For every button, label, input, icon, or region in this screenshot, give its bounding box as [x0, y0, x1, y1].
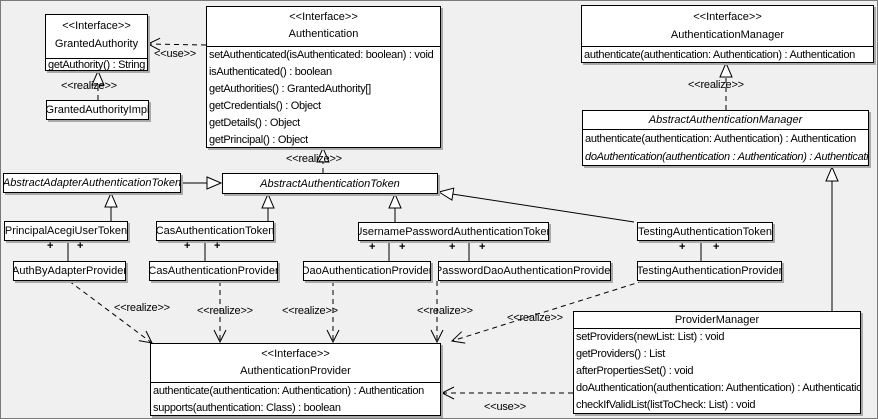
class-abstract-adapter-authentication-token: AbstractAdapterAuthenticationToken: [3, 173, 181, 193]
class-cas-authentication-provider: CasAuthenticationProvider: [149, 261, 278, 281]
edge-label-use: <<use>>: [484, 401, 527, 413]
multiplicity-label: +: [479, 241, 486, 253]
class-name: AbstractAdapterAuthenticationToken: [3, 177, 181, 189]
edge-label-realize: <<realize>>: [286, 153, 342, 165]
class-password-dao-authentication-provider: PasswordDaoAuthenticationProvider: [438, 261, 611, 281]
class-name: AbstractAuthenticationToken: [260, 177, 400, 190]
edge-label-realize: <<realize>>: [114, 302, 170, 314]
class-authentication-provider: <<Interface>> AuthenticationProvider aut…: [150, 343, 441, 416]
method: isAuthenticated() : boolean: [209, 66, 332, 78]
abstract-method: doAuthentication(authentication : Authen…: [585, 151, 868, 163]
method: getDetails() : Object: [209, 117, 300, 129]
multiplicity-label: +: [214, 240, 221, 252]
class-name: AbstractAuthenticationManager: [648, 114, 803, 126]
class-name: CasAuthenticationToken: [156, 225, 274, 237]
class-auth-by-adapter-provider: AuthByAdapterProvider: [13, 261, 126, 281]
class-granted-authority-impl: GrantedAuthorityImpl: [46, 100, 149, 120]
multiplicity-label: +: [77, 240, 84, 252]
method: supports(authentication: Class) : boolea…: [153, 402, 341, 414]
method: doAuthentication(authentication: Authent…: [576, 382, 860, 394]
method: setProviders(newList: List) : void: [576, 331, 725, 343]
stereotype: <<Interface>>: [693, 11, 762, 23]
class-authentication-manager: <<Interface>> AuthenticationManager auth…: [581, 5, 874, 63]
method: getAuthorities() : GrantedAuthority[]: [209, 83, 371, 95]
class-name: GrantedAuthorityImpl: [46, 104, 149, 116]
edge-label-realize: <<realize>>: [688, 79, 744, 91]
class-name: GrantedAuthority: [54, 38, 139, 50]
method: setAuthenticated(isAuthenticated: boolea…: [209, 49, 434, 61]
class-principal-acegi-user-token: PrincipalAcegiUserToken: [4, 221, 128, 241]
class-name: TestingAuthenticationProvider: [637, 265, 782, 277]
class-name: AuthenticationManager: [670, 29, 785, 41]
class-provider-manager: ProviderManager setProviders(newList: Li…: [573, 311, 861, 414]
multiplicity-label: +: [399, 241, 406, 253]
method: checkIfValidList(listToCheck: List) : vo…: [576, 399, 756, 411]
class-name: DaoAuthenticationProvider: [303, 265, 431, 277]
method: afterPropertiesSet() : void: [576, 365, 694, 377]
class-name: TestingAuthenticationToken: [638, 225, 772, 238]
stereotype: <<Interface>>: [261, 348, 330, 360]
edge-label-use: <<use>>: [154, 48, 197, 60]
class-name: AuthenticationProvider: [240, 365, 351, 377]
multiplicity-label: +: [679, 241, 686, 253]
method: authenticate(authentication: Authenticat…: [153, 385, 424, 397]
method: getPrincipal() : Object: [209, 134, 308, 146]
class-dao-authentication-provider: DaoAuthenticationProvider: [303, 261, 431, 281]
multiplicity-label: +: [713, 241, 720, 253]
class-testing-authentication-provider: TestingAuthenticationProvider: [637, 261, 782, 281]
class-name: Authentication: [288, 28, 359, 40]
edge-label-realize: <<realize>>: [417, 305, 473, 317]
multiplicity-label: +: [369, 241, 376, 253]
stereotype: <<Interface>>: [289, 11, 358, 23]
class-granted-authority: <<Interface>> GrantedAuthority getAuthor…: [45, 14, 148, 71]
method: authenticate(authentication: Authenticat…: [585, 133, 856, 145]
class-name: PasswordDaoAuthenticationProvider: [438, 265, 611, 277]
class-testing-authentication-token: TestingAuthenticationToken: [637, 222, 773, 241]
method: authenticate(authentication: Authenticat…: [584, 49, 855, 61]
stereotype: <<Interface>>: [62, 20, 131, 32]
class-name: UsernamePasswordAuthenticationToken: [358, 225, 549, 238]
method: getProviders() : List: [576, 348, 666, 360]
class-abstract-authentication-token: AbstractAuthenticationToken: [222, 173, 438, 194]
class-cas-authentication-token: CasAuthenticationToken: [156, 221, 274, 241]
edge-realize-testingauthenticationprovider: [452, 280, 644, 341]
edge-label-realize: <<realize>>: [61, 80, 117, 92]
class-username-password-authentication-token: UsernamePasswordAuthenticationToken: [358, 222, 549, 241]
class-name: ProviderManager: [674, 314, 760, 326]
edge-label-realize: <<realize>>: [507, 312, 563, 324]
multiplicity-label: +: [184, 240, 191, 252]
class-name: AuthByAdapterProvider: [13, 265, 126, 277]
method: getAuthority() : String: [48, 59, 146, 71]
edge-label-realize: <<realize>>: [282, 305, 338, 317]
edge-label-realize: <<realize>>: [197, 305, 253, 317]
multiplicity-label: +: [449, 241, 456, 253]
edge-gen-testingauthenticationtoken: [439, 192, 635, 223]
class-abstract-authentication-manager: AbstractAuthenticationManager authentica…: [582, 110, 869, 166]
method: getCredentials() : Object: [209, 100, 321, 112]
class-name: PrincipalAcegiUserToken: [4, 225, 128, 237]
class-authentication: <<Interface>> Authentication setAuthenti…: [206, 6, 441, 148]
class-name: CasAuthenticationProvider: [149, 265, 278, 277]
edge-use-grantedauthority: [148, 44, 207, 45]
multiplicity-label: +: [47, 240, 54, 252]
